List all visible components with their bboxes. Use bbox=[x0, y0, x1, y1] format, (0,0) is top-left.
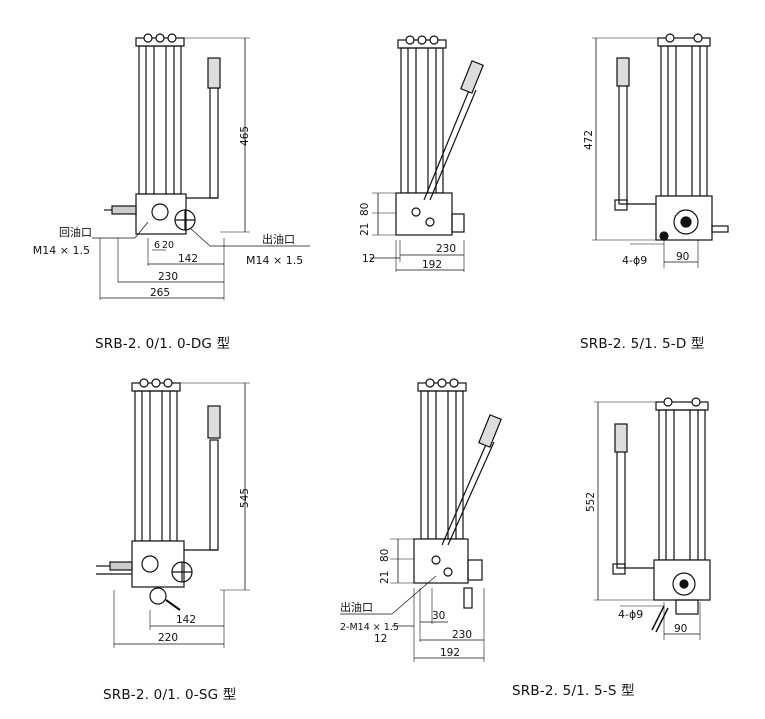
p1-dim-230: 230 bbox=[158, 271, 178, 283]
p5-dim-12: 12 bbox=[374, 633, 387, 645]
p2-dim-21: 21 bbox=[359, 223, 371, 236]
p5-dim-230: 230 bbox=[452, 629, 472, 641]
p5-out-port-label: 出油口 bbox=[340, 600, 373, 614]
p6-dim-90: 90 bbox=[674, 623, 687, 635]
p2-dim-192: 192 bbox=[422, 259, 442, 271]
p5-dim-21: 21 bbox=[379, 571, 391, 584]
p1-dim-142: 142 bbox=[178, 253, 198, 265]
p1-return-port-label: 回油口 bbox=[59, 225, 92, 239]
p4-dim-142: 142 bbox=[176, 614, 196, 626]
pump-sg-drawing bbox=[96, 378, 250, 648]
p4-dim-220: 220 bbox=[158, 632, 178, 644]
p1-out-port-label: 出油口 bbox=[262, 232, 295, 246]
pump-d-drawing bbox=[370, 35, 484, 272]
p1-out-thread-label: M14 × 1.5 bbox=[246, 254, 303, 267]
p4-height-label: 545 bbox=[239, 488, 251, 508]
p3-dim-90: 90 bbox=[676, 251, 689, 263]
p5-dim-192: 192 bbox=[440, 647, 460, 659]
p5-out-thread-label: 2-M14 × 1.5 bbox=[340, 622, 399, 633]
pump-s25-drawing bbox=[594, 397, 711, 640]
pump-dg-drawing bbox=[92, 33, 310, 300]
caption-srb-2-0-dg: SRB-2. 0/1. 0-DG 型 bbox=[95, 336, 231, 352]
p1-dim-20: 20 bbox=[162, 240, 174, 251]
p2-dim-80: 80 bbox=[359, 203, 371, 216]
p1-dim-265: 265 bbox=[150, 287, 170, 299]
p3-holes-label: 4-ϕ9 bbox=[622, 254, 647, 267]
p2-dim-230: 230 bbox=[436, 243, 456, 255]
p2-dim-12: 12 bbox=[362, 253, 375, 265]
p5-dim-80: 80 bbox=[379, 549, 391, 562]
caption-srb-2-0-sg: SRB-2. 0/1. 0-SG 型 bbox=[103, 687, 237, 703]
pump-s-drawing bbox=[340, 378, 502, 662]
p6-holes-label: 4-ϕ9 bbox=[618, 608, 643, 621]
pump-d25-drawing bbox=[592, 33, 729, 268]
p6-height-label: 552 bbox=[585, 492, 597, 512]
p1-return-thread-label: M14 × 1.5 bbox=[33, 244, 90, 257]
p1-height-label: 465 bbox=[239, 126, 251, 146]
p3-height-label: 472 bbox=[583, 130, 595, 150]
p5-dim-30: 30 bbox=[432, 610, 445, 622]
caption-srb-2-5-d: SRB-2. 5/1. 5-D 型 bbox=[580, 336, 705, 352]
p1-dim-6: 6 bbox=[154, 240, 160, 251]
caption-srb-2-5-s: SRB-2. 5/1. 5-S 型 bbox=[512, 683, 635, 699]
